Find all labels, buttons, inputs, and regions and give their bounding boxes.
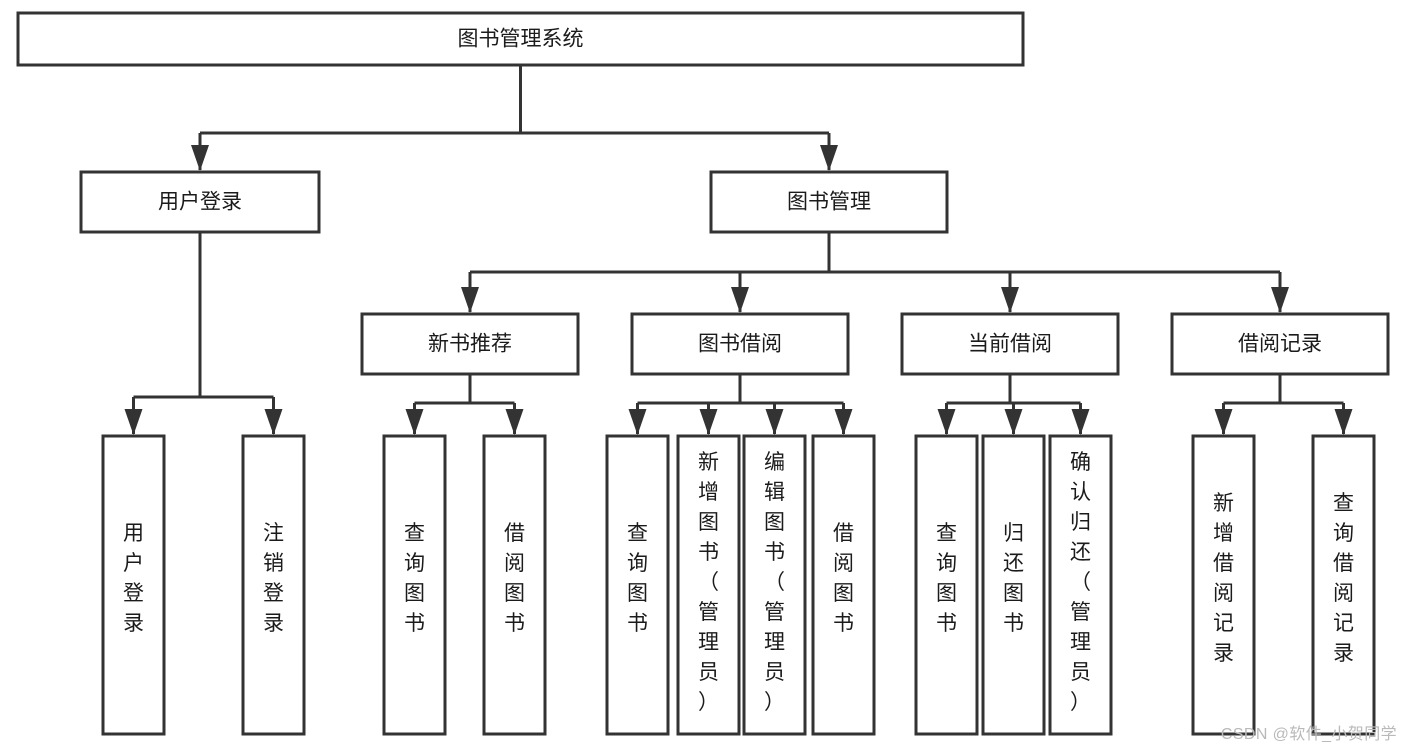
node-box-leaf-query-book-1[interactable]	[382, 434, 447, 736]
node-leaf-borrow-book-2[interactable]: 借阅图书	[811, 434, 876, 736]
node-box-user-login[interactable]	[79, 170, 321, 234]
node-label-leaf-edit-book: 编辑图书（管理员）	[764, 451, 785, 714]
node-leaf-confirm-return[interactable]: 确认归还（管理员）	[1048, 434, 1113, 736]
node-label-leaf-user-logout: 注销登录	[263, 522, 284, 635]
arrow-head-icon	[765, 409, 784, 435]
arrow-head-icon	[699, 409, 718, 435]
node-label-leaf-confirm-return: 确认归还（管理员）	[1070, 451, 1091, 714]
connector-group-new-book-recommend	[405, 374, 524, 435]
node-box-book-manage[interactable]	[709, 170, 949, 234]
arrow-head-icon	[628, 409, 647, 435]
node-leaf-query-book-3[interactable]: 查询图书	[914, 434, 979, 736]
node-box-book-borrow[interactable]	[630, 312, 850, 376]
node-box-leaf-add-book[interactable]	[676, 434, 741, 736]
node-box-borrow-record[interactable]	[1170, 312, 1390, 376]
node-box-leaf-query-record[interactable]	[1311, 434, 1376, 736]
node-box-leaf-user-login[interactable]	[101, 434, 166, 736]
connector-layer	[124, 65, 1353, 435]
connector-group-root	[191, 65, 838, 171]
node-label-current-borrow: 当前借阅	[968, 333, 1052, 356]
connector-group-current-borrow	[937, 374, 1090, 435]
node-label-leaf-add-book: 新增图书（管理员）	[698, 451, 719, 714]
node-label-borrow-record: 借阅记录	[1238, 333, 1322, 356]
arrow-head-icon	[937, 409, 956, 435]
node-label-leaf-query-book-2: 查询图书	[627, 522, 648, 635]
node-label-leaf-add-record: 新增借阅记录	[1213, 492, 1234, 665]
node-box-current-borrow[interactable]	[900, 312, 1120, 376]
node-box-leaf-user-logout[interactable]	[241, 434, 306, 736]
node-book-borrow[interactable]: 图书借阅	[630, 312, 850, 376]
node-user-login[interactable]: 用户登录	[79, 170, 321, 234]
node-box-leaf-query-book-2[interactable]	[605, 434, 670, 736]
node-box-leaf-borrow-book-1[interactable]	[482, 434, 547, 736]
node-label-new-book-recommend: 新书推荐	[428, 333, 512, 356]
node-box-root[interactable]	[16, 11, 1025, 67]
node-current-borrow[interactable]: 当前借阅	[900, 312, 1120, 376]
node-label-book-borrow: 图书借阅	[698, 333, 782, 356]
node-box-leaf-edit-book[interactable]	[742, 434, 807, 736]
connector-group-borrow-record	[1214, 374, 1353, 435]
node-label-leaf-borrow-book-2: 借阅图书	[833, 522, 854, 635]
arrow-head-icon	[1004, 409, 1023, 435]
connector-group-book-manage	[461, 232, 1289, 313]
watermark: CSDN @软件_小贺同学	[1220, 726, 1397, 743]
arrow-head-icon	[1214, 409, 1233, 435]
node-label-leaf-user-login: 用户登录	[123, 522, 144, 635]
node-leaf-add-record[interactable]: 新增借阅记录	[1191, 434, 1256, 736]
node-box-new-book-recommend[interactable]	[360, 312, 580, 376]
node-label-leaf-query-record: 查询借阅记录	[1333, 492, 1354, 665]
node-leaf-return-book[interactable]: 归还图书	[981, 434, 1046, 736]
node-label-leaf-borrow-book-1: 借阅图书	[504, 522, 525, 635]
node-leaf-query-book-1[interactable]: 查询图书	[382, 434, 447, 736]
node-book-manage[interactable]: 图书管理	[709, 170, 949, 234]
arrow-head-icon	[834, 409, 853, 435]
node-leaf-user-logout[interactable]: 注销登录	[241, 434, 306, 736]
node-box-leaf-return-book[interactable]	[981, 434, 1046, 736]
connector-group-user-login	[124, 232, 283, 435]
node-leaf-edit-book[interactable]: 编辑图书（管理员）	[742, 434, 807, 736]
node-label-book-manage: 图书管理	[787, 191, 871, 214]
node-leaf-borrow-book-1[interactable]: 借阅图书	[482, 434, 547, 736]
arrow-head-icon	[731, 287, 749, 313]
arrow-head-icon	[1071, 409, 1090, 435]
arrow-head-icon	[124, 409, 143, 435]
connector-group-book-borrow	[628, 374, 853, 435]
arrow-head-icon	[820, 145, 838, 171]
arrow-head-icon	[1001, 287, 1019, 313]
node-leaf-add-book[interactable]: 新增图书（管理员）	[676, 434, 741, 736]
node-box-leaf-borrow-book-2[interactable]	[811, 434, 876, 736]
arrow-head-icon	[1334, 409, 1353, 435]
node-leaf-query-book-2[interactable]: 查询图书	[605, 434, 670, 736]
node-root[interactable]: 图书管理系统	[16, 11, 1025, 67]
arrow-head-icon	[264, 409, 283, 435]
node-label-leaf-query-book-3: 查询图书	[936, 522, 957, 635]
node-layer: 图书管理系统用户登录图书管理新书推荐图书借阅当前借阅借阅记录用户登录注销登录查询…	[16, 11, 1390, 736]
node-leaf-user-login[interactable]: 用户登录	[101, 434, 166, 736]
node-box-leaf-add-record[interactable]	[1191, 434, 1256, 736]
arrow-head-icon	[461, 287, 479, 313]
node-box-leaf-query-book-3[interactable]	[914, 434, 979, 736]
node-label-leaf-query-book-1: 查询图书	[404, 522, 425, 635]
node-label-root: 图书管理系统	[458, 28, 584, 51]
node-label-user-login: 用户登录	[158, 191, 242, 214]
arrow-head-icon	[505, 409, 524, 435]
arrow-head-icon	[1271, 287, 1289, 313]
node-borrow-record[interactable]: 借阅记录	[1170, 312, 1390, 376]
node-new-book-recommend[interactable]: 新书推荐	[360, 312, 580, 376]
node-label-leaf-return-book: 归还图书	[1003, 522, 1024, 635]
arrow-head-icon	[405, 409, 424, 435]
arrow-head-icon	[191, 145, 209, 171]
node-leaf-query-record[interactable]: 查询借阅记录	[1311, 434, 1376, 736]
node-box-leaf-confirm-return[interactable]	[1048, 434, 1113, 736]
